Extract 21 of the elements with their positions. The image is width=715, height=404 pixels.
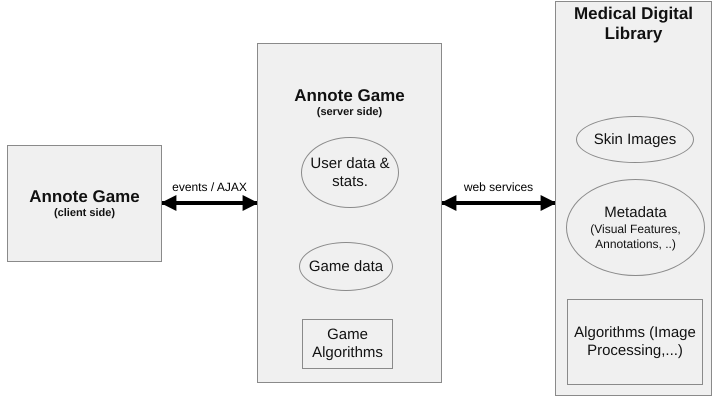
- double-arrow: [160, 195, 259, 211]
- node-title: Skin Images: [592, 130, 678, 148]
- node-subtitle: (server side): [316, 106, 384, 120]
- client-box: [7, 145, 162, 262]
- node-title: Algorithms (Image Processing,...): [573, 324, 697, 360]
- node-title: Medical Digital Library: [572, 4, 694, 45]
- algorithm-box: [302, 319, 393, 369]
- node-title: Game data: [308, 258, 384, 276]
- library-box: [555, 1, 712, 396]
- double-arrow: [440, 195, 557, 211]
- edge-label: events / AJAX: [171, 178, 248, 195]
- edge-label: web services: [462, 178, 534, 195]
- node-title: Annote Game: [293, 86, 406, 106]
- server-box: [257, 43, 442, 383]
- node-title: Metadata: [603, 204, 668, 222]
- node-title: Annote Game: [28, 186, 141, 208]
- algorithm-box: [567, 299, 703, 385]
- node-subtitle: (client side): [52, 207, 116, 220]
- node-title: User data & stats.: [309, 154, 391, 190]
- node-subtitle: (Visual Features, Annotations, ..): [589, 222, 682, 251]
- node-title: Game Algorithms: [311, 326, 384, 362]
